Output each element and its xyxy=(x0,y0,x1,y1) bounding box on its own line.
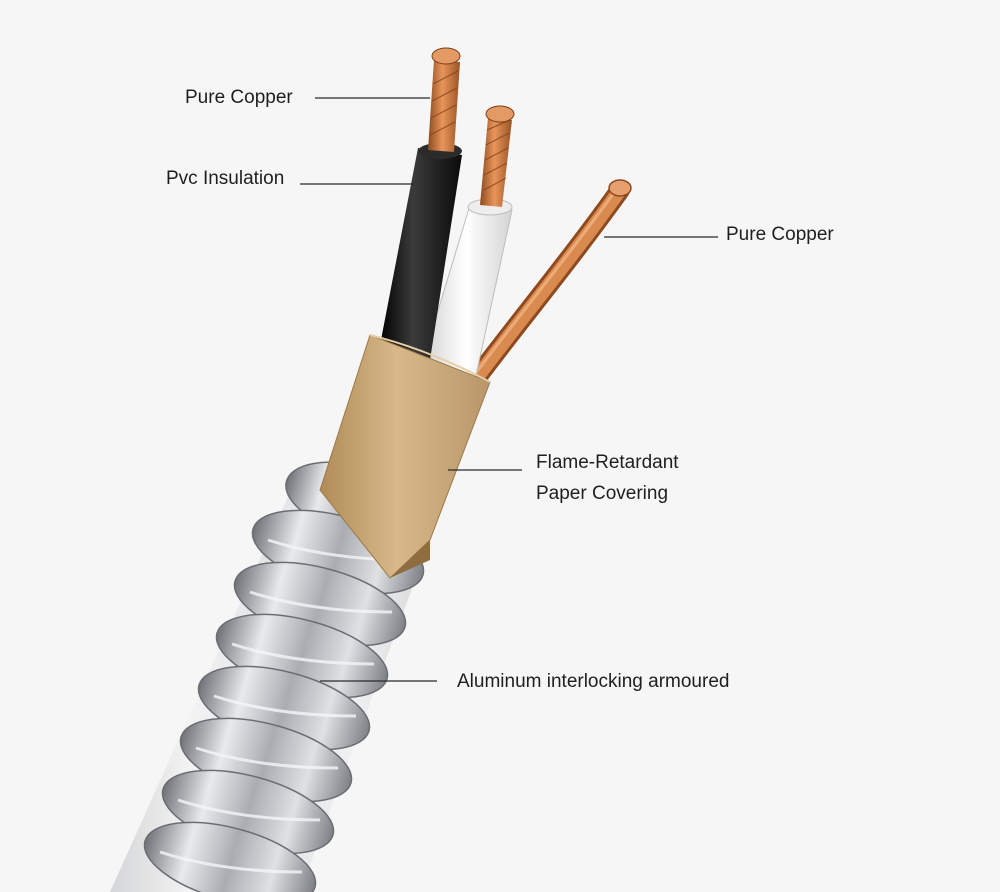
label-paper-covering: Flame-Retardant Paper Covering xyxy=(536,447,679,509)
bare-copper-wire xyxy=(465,179,632,390)
label-paper-covering-line2: Paper Covering xyxy=(536,483,669,504)
white-insulated-wire xyxy=(419,105,515,381)
leader-lines xyxy=(300,97,718,682)
label-pure-copper-right: Pure Copper xyxy=(726,224,834,245)
black-insulated-wire xyxy=(380,47,462,360)
label-pvc-insulation: Pvc Insulation xyxy=(166,168,285,189)
aluminum-armour xyxy=(110,461,430,892)
label-armour: Aluminum interlocking armoured xyxy=(457,671,730,692)
label-pure-copper-top: Pure Copper xyxy=(185,87,293,108)
paper-covering xyxy=(319,334,491,579)
label-paper-covering-line1: Flame-Retardant xyxy=(536,452,679,473)
